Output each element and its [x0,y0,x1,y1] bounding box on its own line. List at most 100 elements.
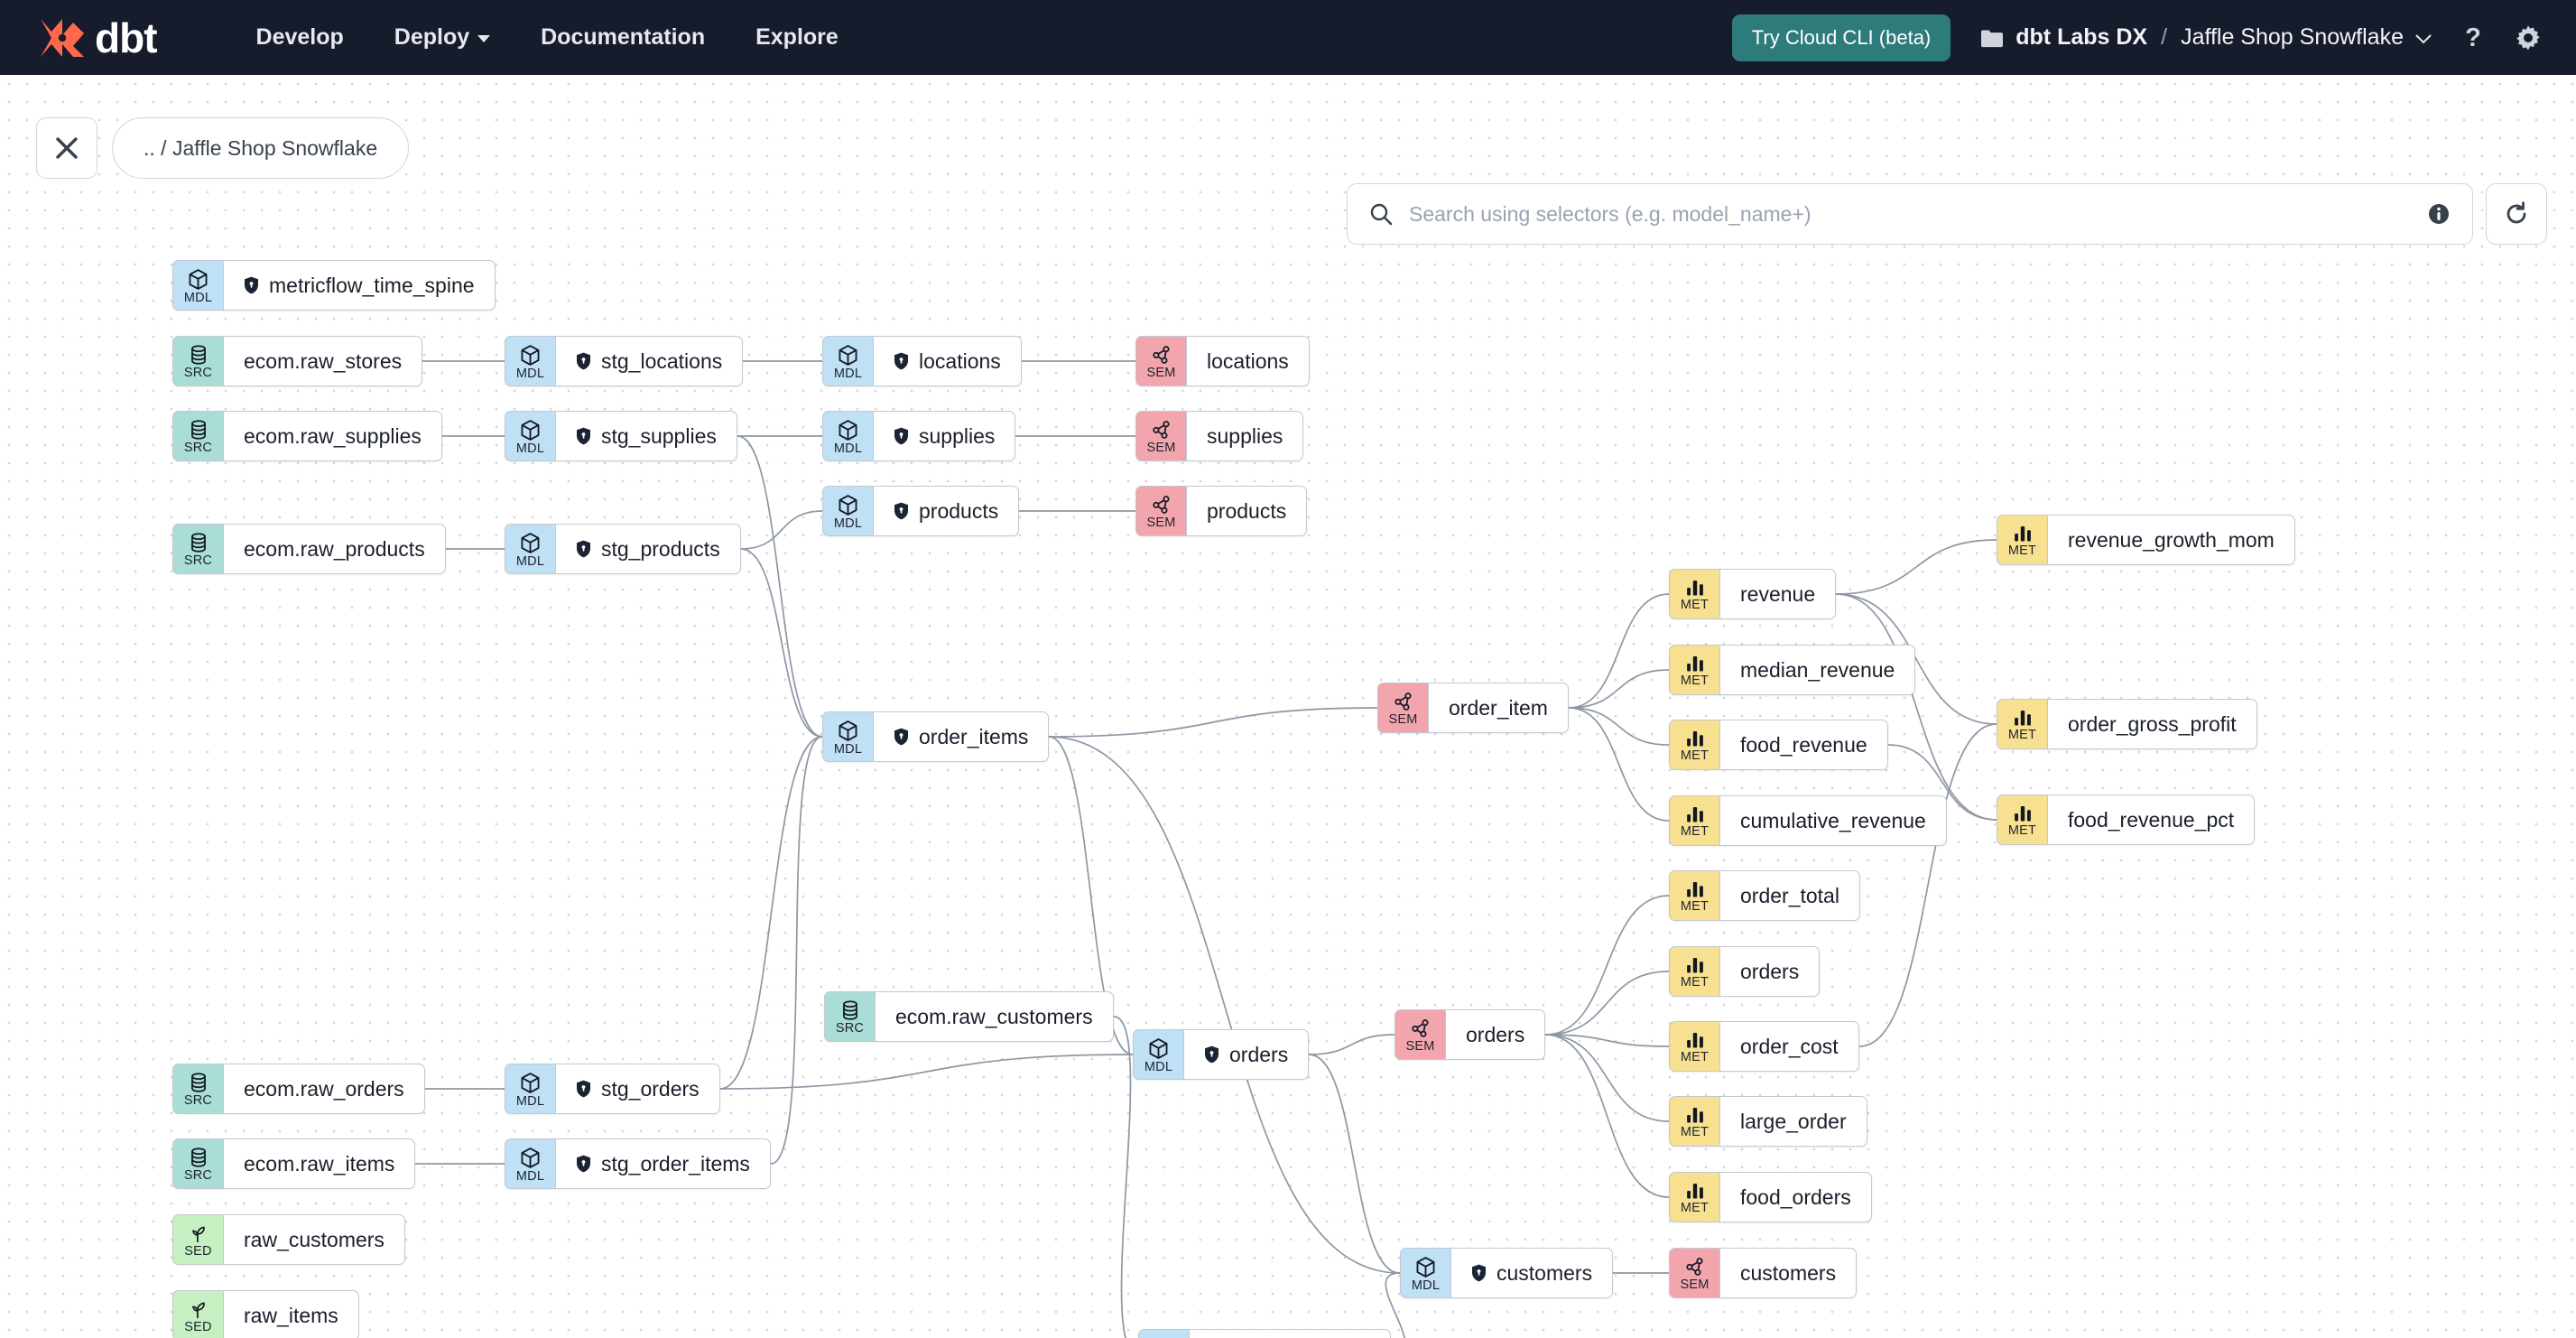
refresh-button[interactable] [2486,183,2547,245]
shield-icon [577,1080,590,1097]
network-icon [1393,691,1414,712]
node-type-badge-met: MET [1669,870,1719,921]
node-type-label: SEM [1405,1039,1435,1055]
shield-icon [1205,1045,1219,1063]
node-body: ecom.raw_stores [223,336,423,386]
shield-icon [577,540,590,557]
node-type-label: MET [1680,899,1710,915]
dbt-logo[interactable]: dbt [36,14,158,61]
close-button[interactable] [36,117,97,179]
node-body: locations [873,336,1022,386]
node-type-badge-mdl: MDL [1138,1329,1189,1338]
node-body: orders [1719,946,1821,997]
graph-node-met_order_total[interactable]: MET order_total [1669,870,1860,921]
bar-chart-icon [2013,804,2033,823]
nav-link-explore-label: Explore [755,24,839,50]
sprout-icon [188,1223,208,1244]
settings-button[interactable] [2515,24,2542,51]
graph-toolbar: .. / Jaffle Shop Snowflake [0,75,2576,245]
node-body: order_total [1719,870,1860,921]
node-body: raw_customers [223,1214,405,1265]
node-body: stg_locations [555,336,744,386]
node-label: ecom.raw_items [244,1151,395,1175]
nav-link-documentation[interactable]: Documentation [515,15,730,60]
graph-breadcrumb-pill[interactable]: .. / Jaffle Shop Snowflake [112,117,410,179]
node-type-label: SED [184,1319,212,1334]
search-input[interactable] [1409,201,2427,227]
dbt-logo-text: dbt [95,14,158,61]
node-label: products [1207,498,1287,523]
node-type-badge-mdl: MDL [822,486,873,536]
node-type-label: MDL [515,553,545,569]
cube-icon [837,720,859,742]
nav-link-deploy[interactable]: Deploy [369,15,515,60]
nav-link-develop[interactable]: Develop [231,15,369,60]
node-label: stg_order_items [601,1151,750,1175]
node-body: customers [1450,1248,1614,1298]
shield-icon [577,427,590,444]
graph-node-ecom_raw_items[interactable]: SRC ecom.raw_items [172,1138,416,1189]
search-container[interactable] [1347,183,2473,245]
node-type-label: SRC [835,1021,865,1036]
node-body: stg_customers [1189,1329,1391,1338]
node-body: stg_supplies [555,411,737,461]
node-type-badge-sem: SEM [1395,1009,1445,1060]
database-icon [188,419,209,441]
info-icon[interactable] [2427,202,2451,226]
refresh-icon [2507,201,2526,224]
project-breadcrumb[interactable]: dbt Labs DX / Jaffle Shop Snowflake [1980,24,2432,51]
node-type-badge-mdl: MDL [505,336,555,386]
node-type-label: SEM [1388,712,1418,728]
node-type-badge-mdl: MDL [822,711,873,762]
try-cloud-cli-button[interactable]: Try Cloud CLI (beta) [1731,14,1951,61]
node-type-badge-mdl: MDL [505,524,555,574]
node-label: large_order [1740,1109,1847,1133]
help-button[interactable]: ? [2462,24,2484,51]
node-body: revenue_growth_mom [2047,515,2295,565]
node-body: orders [1183,1029,1310,1080]
node-type-badge-src: SRC [172,1138,223,1189]
nav-link-explore[interactable]: Explore [730,15,864,60]
node-type-label: SEM [1146,366,1176,381]
network-icon [1684,1256,1706,1278]
top-navbar: dbt Develop Deploy Documentation Explore… [0,0,2576,75]
